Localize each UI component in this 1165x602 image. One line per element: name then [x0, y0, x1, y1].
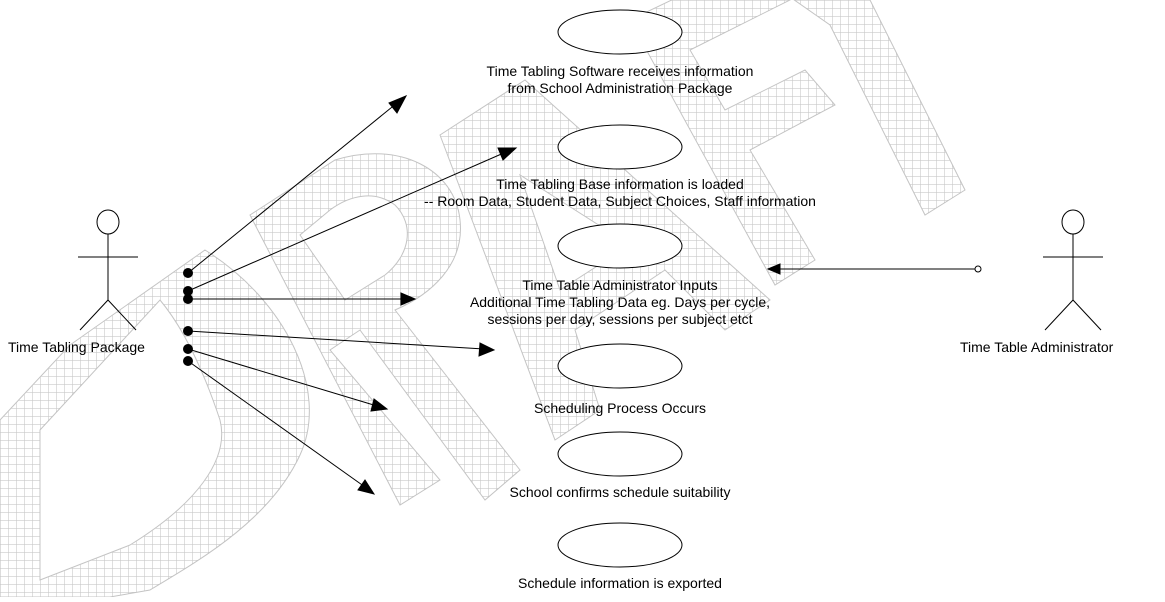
actor-right-leg — [107, 299, 137, 331]
use-case-label-6-line-1: Schedule information is exported — [518, 575, 722, 591]
use-case-label-5: School confirms schedule suitability — [510, 484, 731, 501]
use-case-ellipse-5 — [557, 431, 683, 477]
use-case-ellipse-4 — [557, 343, 683, 389]
use-case-ellipse-6 — [557, 522, 683, 568]
use-case-label-4-line-1: Scheduling Process Occurs — [534, 400, 706, 416]
use-case-label-1: Time Tabling Software receives informati… — [487, 63, 754, 97]
use-case-label-3-line-3: sessions per day, sessions per subject e… — [487, 311, 753, 327]
association-arrow-2 — [183, 147, 518, 296]
use-case-ellipse-2 — [557, 124, 683, 170]
use-case-ellipses — [557, 9, 683, 568]
watermark-letter-d — [0, 249, 310, 598]
actor-left-leg — [79, 299, 109, 331]
use-case-label-2-line-1: Time Tabling Base information is loaded — [496, 176, 744, 192]
use-case-label-5-line-1: School confirms schedule suitability — [509, 484, 731, 500]
association-arrow-3 — [183, 292, 417, 306]
actor-right-leg — [1072, 299, 1102, 331]
use-case-label-2-line-2: -- Room Data, Student Data, Subject Choi… — [424, 193, 816, 209]
actor-label-time-tabling-package: Time Tabling Package — [8, 339, 145, 355]
draft-watermark — [0, 0, 966, 598]
use-case-label-1-line-2: from School Administration Package — [507, 80, 733, 96]
actor-head — [1061, 209, 1085, 235]
watermark-letter-t — [793, 0, 966, 216]
use-case-label-1-line-1: Time Tabling Software receives informati… — [486, 63, 754, 79]
association-lines — [183, 95, 518, 495]
administrator-association — [766, 263, 982, 275]
use-case-ellipse-3 — [557, 223, 683, 269]
watermark-letter-r — [249, 153, 521, 506]
association-arrow-6 — [183, 356, 376, 495]
use-case-label-3-line-1: Time Table Administrator Inputs — [522, 277, 718, 293]
actor-left-leg — [1044, 299, 1074, 331]
use-case-label-3: Time Table Administrator Inputs Addition… — [470, 277, 770, 328]
association-arrow-4 — [183, 326, 496, 357]
use-case-ellipse-1 — [557, 9, 683, 55]
actor-time-tabling-package-figure — [78, 209, 138, 331]
actor-head — [96, 209, 120, 235]
actor-label-time-table-administrator: Time Table Administrator — [960, 339, 1114, 355]
watermark-letter-f — [629, 0, 836, 286]
actor-time-table-administrator-figure — [1043, 209, 1103, 331]
association-arrow-5 — [183, 344, 389, 412]
use-case-label-6: Schedule information is exported — [518, 575, 722, 592]
use-case-label-2: Time Tabling Base information is loaded … — [424, 176, 816, 210]
use-case-label-3-line-2: Additional Time Tabling Data eg. Days pe… — [469, 294, 771, 310]
use-case-label-4: Scheduling Process Occurs — [534, 400, 706, 417]
association-arrow-1 — [183, 95, 408, 278]
